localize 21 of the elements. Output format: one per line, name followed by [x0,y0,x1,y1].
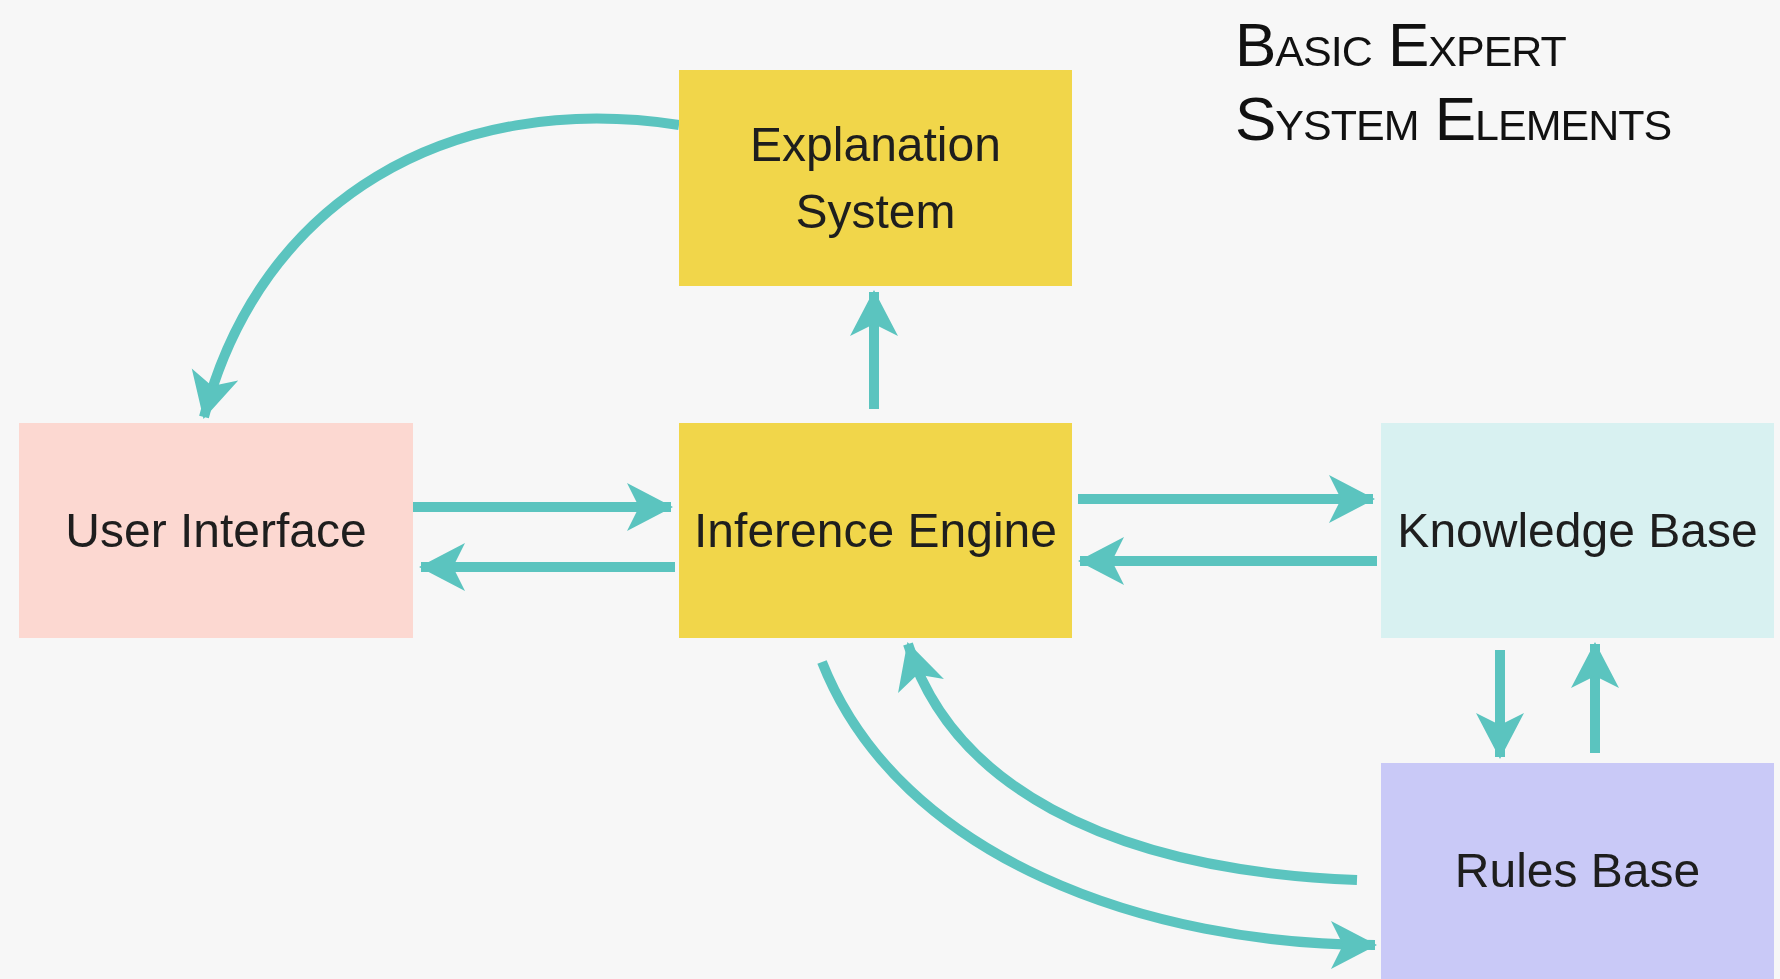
process-box [1381,423,1774,638]
process-box [1381,763,1774,979]
box-label: Inference Engine [694,502,1057,559]
arrow [1078,475,1375,523]
box-label: Explanation System [749,116,1002,240]
arrow [1078,537,1377,585]
box-label: User Interface [65,502,367,559]
arrow [413,483,673,531]
arrow [1476,650,1524,759]
arrow [1571,642,1619,753]
box-label: Rules Base [1454,843,1701,900]
process-box [679,70,1072,286]
arrow [194,114,680,419]
process-box [679,423,1072,638]
arrow [901,642,1358,885]
process-box [19,423,413,638]
box-label: Knowledge Base [1397,502,1758,559]
title: Basic Expert System Elements [1235,9,1673,156]
arrow [850,290,898,409]
arrow [419,543,675,591]
arrow [817,659,1377,968]
